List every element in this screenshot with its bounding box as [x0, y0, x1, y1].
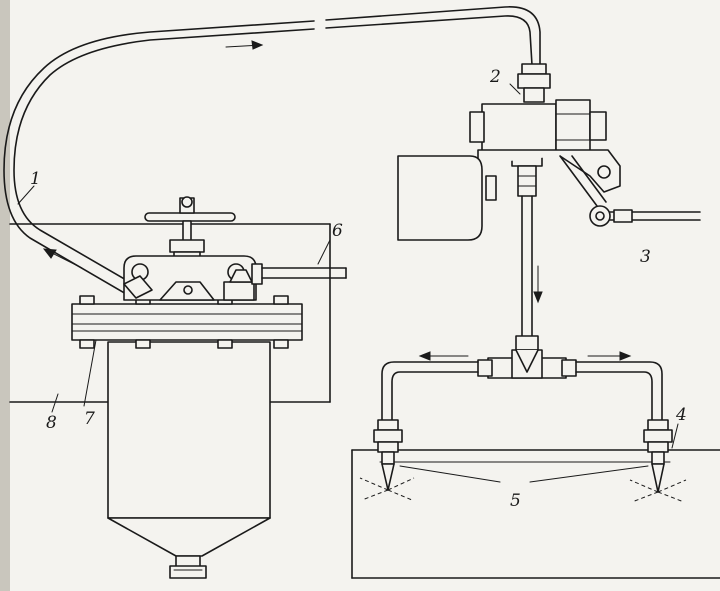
label-1: 1 — [30, 169, 41, 189]
oil-reservoir — [107, 341, 271, 579]
bearing-plate-4 — [351, 449, 720, 579]
scan-edge-shadow — [0, 0, 10, 591]
label-2: 2 — [489, 67, 501, 87]
label-3: 3 — [640, 247, 651, 267]
label-7: 7 — [84, 409, 95, 429]
feed-pipe-down — [515, 195, 543, 351]
distributor-valve-2 — [397, 63, 701, 241]
flow-arrow-left — [42, 248, 83, 269]
flange-7 — [71, 295, 303, 349]
nozzle-right — [629, 419, 687, 503]
label-8: 8 — [46, 413, 57, 433]
supply-pipe-1 — [3, 6, 541, 299]
pump-head — [123, 196, 347, 301]
leaders-5 — [399, 465, 649, 483]
distribution-tee — [381, 349, 663, 421]
flow-arrow-top — [225, 40, 264, 50]
label-5: 5 — [510, 491, 521, 511]
leader-lines — [17, 83, 679, 449]
label-4: 4 — [675, 405, 687, 425]
label-6: 6 — [332, 221, 343, 241]
nozzle-left — [359, 419, 415, 501]
